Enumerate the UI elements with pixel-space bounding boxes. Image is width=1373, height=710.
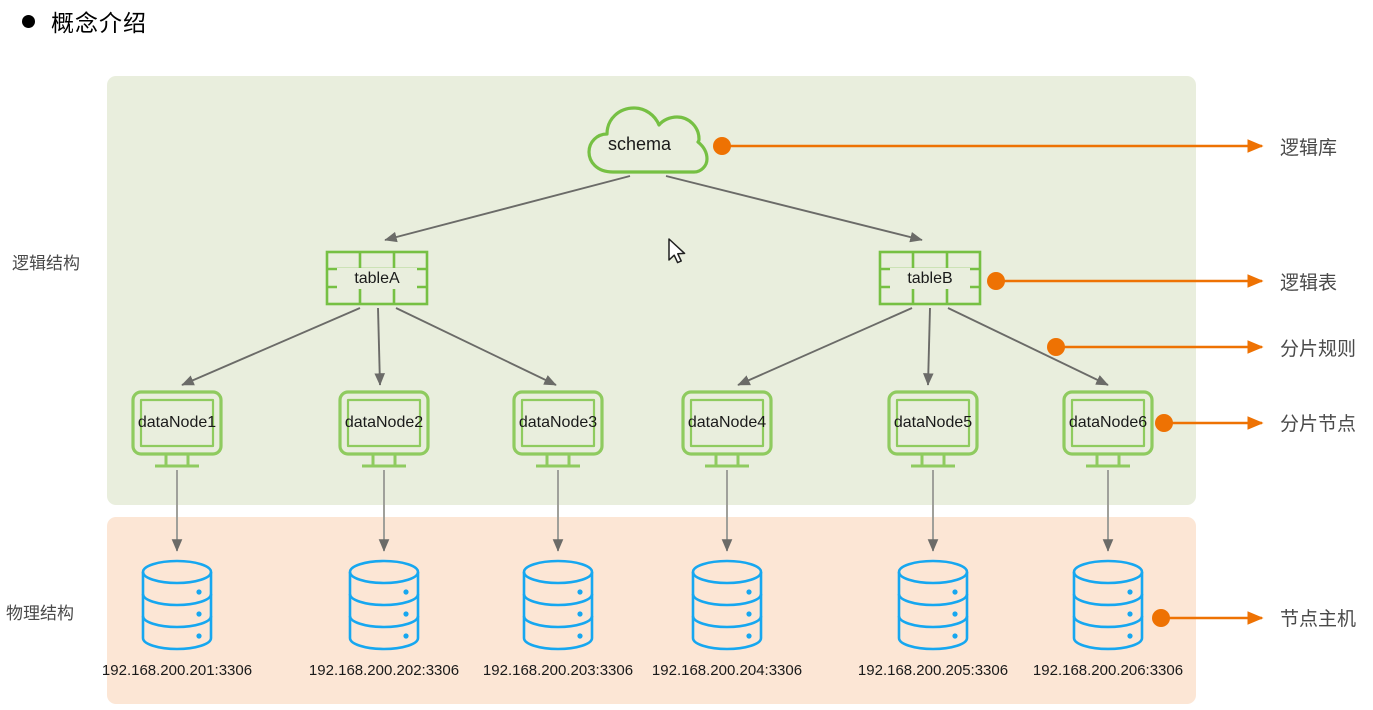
section-label-physical: 物理结构 — [6, 604, 74, 623]
legend-label-logical-table: 逻辑表 — [1280, 273, 1338, 294]
dataNode1-label: dataNode1 — [137, 414, 217, 431]
bullet-dot-icon — [22, 14, 35, 28]
host3-address: 192.168.200.203:3306 — [482, 662, 634, 679]
host6-address: 192.168.200.206:3306 — [1032, 662, 1184, 679]
dataNode5-label: dataNode5 — [893, 414, 973, 431]
host2-address: 192.168.200.202:3306 — [308, 662, 460, 679]
dataNode3-label: dataNode3 — [518, 414, 598, 431]
host4-address: 192.168.200.204:3306 — [651, 662, 803, 679]
legend-label-shard-rule: 分片规则 — [1280, 339, 1357, 360]
legend-label-logical-db: 逻辑库 — [1280, 138, 1338, 159]
dataNode4-label: dataNode4 — [687, 414, 767, 431]
tableB-label: tableB — [907, 270, 953, 287]
dataNode6-label: dataNode6 — [1068, 414, 1148, 431]
legend-label-node-host: 节点主机 — [1280, 609, 1357, 630]
schema-label: schema — [608, 134, 672, 154]
physical-structure-panel — [107, 517, 1196, 704]
host5-address: 192.168.200.205:3306 — [857, 662, 1009, 679]
legend-label-shard-node: 分片节点 — [1280, 414, 1357, 435]
tableA-label: tableA — [354, 270, 400, 287]
page-heading: 概念介绍 — [22, 4, 147, 38]
section-label-logical: 逻辑结构 — [12, 254, 80, 273]
host1-address: 192.168.200.201:3306 — [101, 662, 253, 679]
page-title: 概念介绍 — [51, 10, 147, 36]
dataNode2-label: dataNode2 — [344, 414, 424, 431]
